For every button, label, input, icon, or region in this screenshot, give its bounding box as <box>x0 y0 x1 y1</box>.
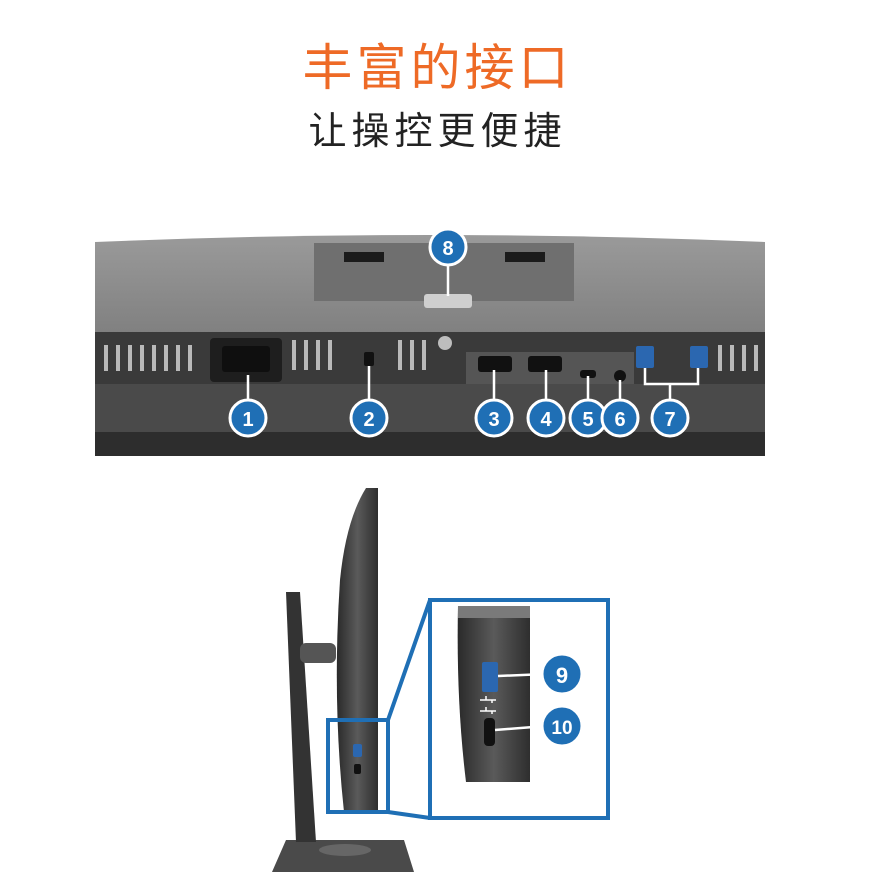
svg-text:7: 7 <box>664 409 675 431</box>
page-title: 丰富的接口 <box>302 39 573 97</box>
hdmi-port <box>478 356 512 372</box>
callout-badge-1: 1 <box>228 398 268 438</box>
svg-text:10: 10 <box>551 718 572 739</box>
svg-text:4: 4 <box>540 409 552 431</box>
callout-badge-8: 8 <box>428 227 468 267</box>
callout-badge-10: 10 <box>540 704 584 748</box>
usb-symbol-icon <box>480 696 496 703</box>
usb-c-port <box>580 370 596 378</box>
callout-badge-4: 4 <box>526 398 566 438</box>
cable-hook <box>438 336 452 350</box>
callout-badge-9: 9 <box>540 652 584 696</box>
callout-badge-7: 7 <box>650 398 690 438</box>
svg-text:1: 1 <box>242 409 253 431</box>
svg-text:8: 8 <box>442 238 453 260</box>
side-callout-badges: 9 10 <box>540 652 584 748</box>
page-subtitle: 让操控更便捷 <box>308 109 567 153</box>
monitor-rear-view <box>95 235 765 456</box>
displayport-port <box>528 356 562 372</box>
stand-release-button <box>424 294 472 308</box>
svg-text:5: 5 <box>582 409 593 431</box>
svg-text:3: 3 <box>488 409 499 431</box>
usb-a-port-1 <box>636 346 654 368</box>
security-lock-slot <box>364 352 374 366</box>
callout-badge-6: 6 <box>600 398 640 438</box>
usb-c-icon <box>480 707 496 714</box>
svg-text:2: 2 <box>363 409 374 431</box>
side-port-highlight-frame <box>326 718 390 814</box>
callout-badge-2: 2 <box>349 398 389 438</box>
callout-badge-3: 3 <box>474 398 514 438</box>
audio-port <box>614 370 626 382</box>
side-usb-a-port <box>482 662 498 692</box>
rear-callout-badges: 1 2 3 4 5 6 7 8 <box>228 227 690 438</box>
svg-text:9: 9 <box>556 663 568 688</box>
svg-text:6: 6 <box>614 409 625 431</box>
usb-a-port-2 <box>690 346 708 368</box>
side-usb-c-port <box>484 718 495 746</box>
monitor-side-view <box>272 488 610 872</box>
rear-vents <box>104 340 758 371</box>
